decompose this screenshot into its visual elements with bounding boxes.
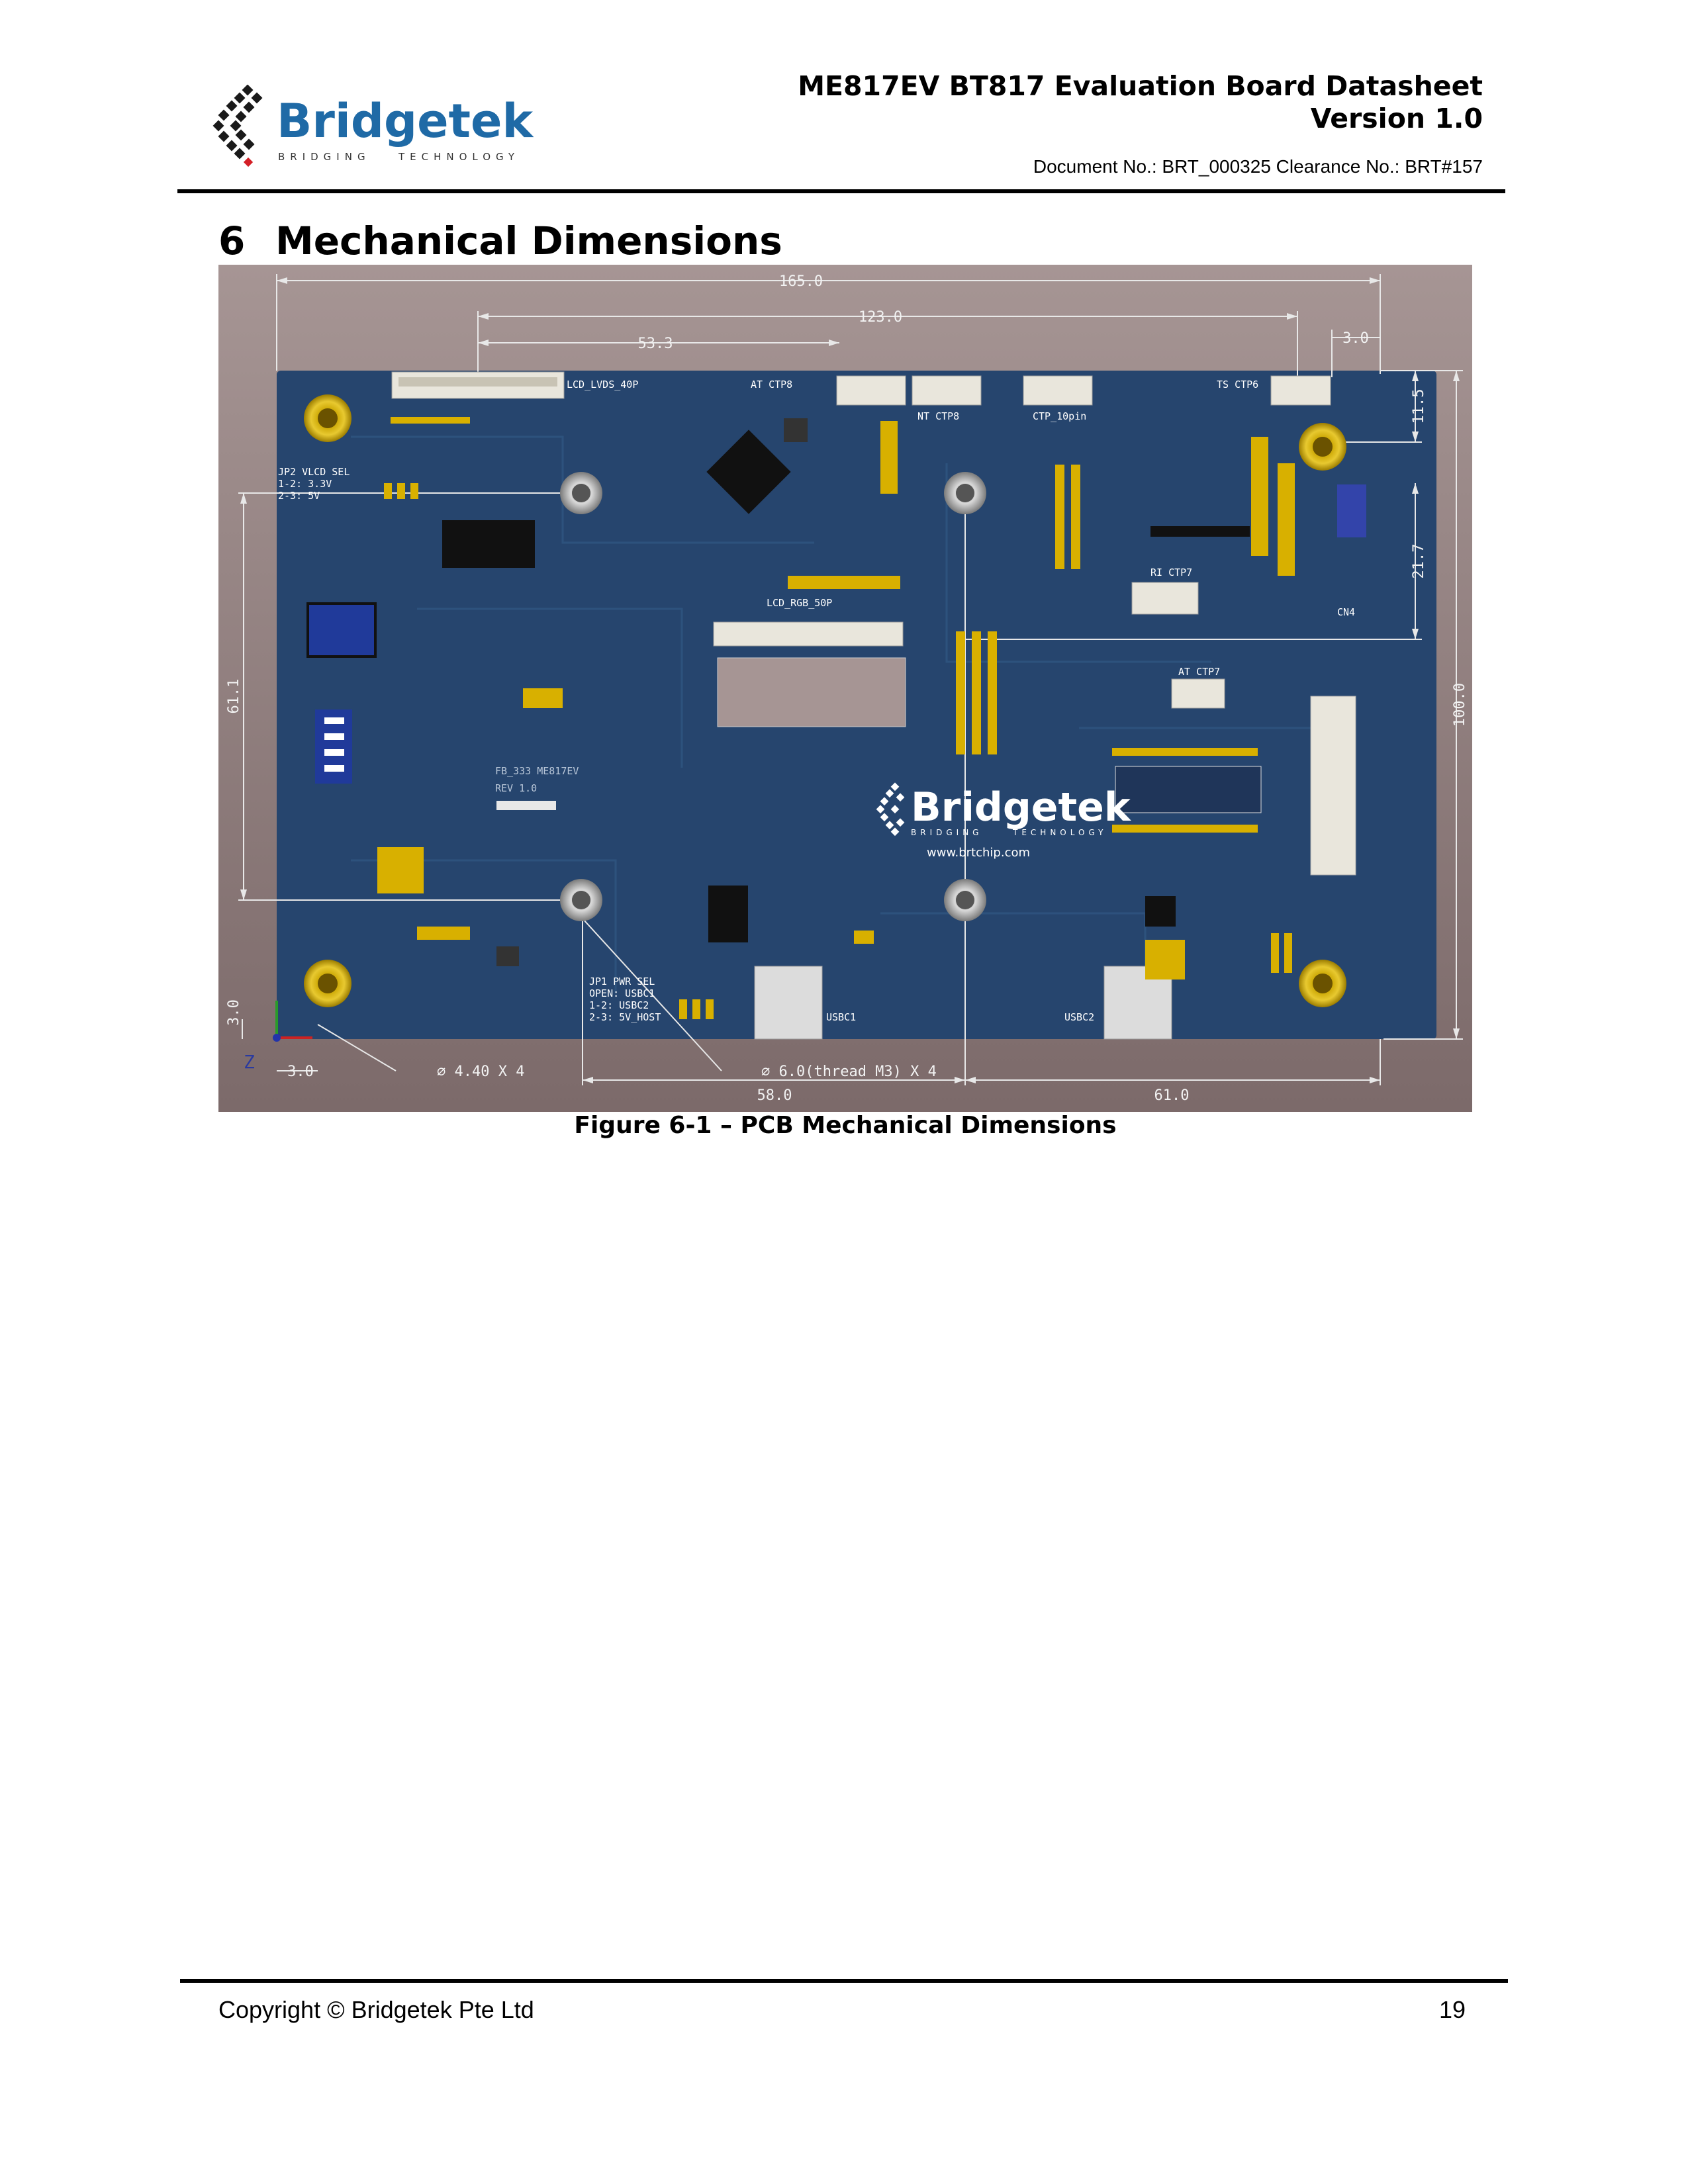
- jumper-pins: [384, 483, 1292, 1019]
- board-website: www.brtchip.com: [927, 846, 1030, 860]
- label-jp2-opt1: 1-2: 3.3V: [278, 478, 332, 490]
- label-usbc1: USBC1: [826, 1011, 856, 1023]
- logo-mark-icon: [212, 85, 263, 167]
- label-jp1-opt3: 2-3: 5V_HOST: [589, 1011, 661, 1023]
- label-ts-ctp6: TS CTP6: [1217, 379, 1258, 390]
- pcb-drawing: 165.0 123.0 53.3 3.0 11.5 21.7 100.0 61.…: [218, 265, 1472, 1112]
- label-jp1-opt1: OPEN: USBC1: [589, 987, 655, 999]
- dim-hole-span: 123.0: [859, 309, 902, 326]
- section-number: 6: [218, 218, 246, 263]
- ri-ctp7-connector: [1131, 582, 1199, 615]
- label-jp1-opt2: 1-2: USBC2: [589, 999, 649, 1011]
- dim-corner-x: 3.0: [287, 1064, 314, 1080]
- connector-labels: LCD_LVDS_40P AT CTP8 NT CTP8 CTP_10pin T…: [278, 379, 1355, 1023]
- page-number: 19: [1438, 1996, 1466, 2023]
- dim-top-offset: 11.5: [1411, 389, 1427, 424]
- top-connectors: [391, 371, 1331, 406]
- dim-bottom-right: 61.0: [1154, 1087, 1190, 1104]
- board-cutout: [717, 657, 906, 727]
- label-at-ctp8: AT CTP8: [751, 379, 792, 390]
- dim-overall-height: 100.0: [1452, 683, 1468, 727]
- label-ctp-10pin: CTP_10pin: [1033, 410, 1086, 422]
- label-jp2: JP2 VLCD SEL: [278, 466, 350, 478]
- threaded-holes: [560, 472, 986, 921]
- section-title: Mechanical Dimensions: [275, 218, 782, 263]
- figure-caption: Figure 6-1 – PCB Mechanical Dimensions: [574, 1112, 1117, 1139]
- footer-copyright: Copyright © Bridgetek Pte Ltd: [218, 1996, 534, 2023]
- section-heading: 6 Mechanical Dimensions: [218, 218, 782, 263]
- header-divider: [177, 189, 1505, 193]
- side-connector: [1310, 696, 1356, 876]
- board-logo-tag-left: BRIDGING: [911, 828, 982, 837]
- board-marking-strip: [496, 801, 556, 810]
- logo-wordmark: Bridgetek: [277, 94, 534, 148]
- rgb-connector: [713, 621, 904, 647]
- dim-right-height: 21.7: [1411, 544, 1427, 579]
- usbc1-port: [754, 966, 823, 1040]
- dim-left-height: 61.1: [226, 679, 242, 714]
- board-logo-tag-right: TECHNOLOGY: [1012, 828, 1107, 837]
- board-name: FB_333 ME817EV: [495, 765, 579, 777]
- board-logo: Bridgetek BRIDGING TECHNOLOGY www.brtchi…: [876, 782, 1132, 860]
- label-lvds: LCD_LVDS_40P: [567, 379, 638, 390]
- at-ctp7-connector: [1171, 678, 1225, 709]
- logo-tagline-right: TECHNOLOGY: [399, 151, 520, 163]
- label-nt-ctp8: NT CTP8: [917, 410, 959, 422]
- dip-switch: [315, 709, 352, 784]
- document-version: Version 1.0: [1310, 103, 1483, 134]
- cn4-connector: [1337, 484, 1366, 537]
- document-number: Document No.: BRT_000325 Clearance No.: …: [1033, 156, 1483, 177]
- document-title: ME817EV BT817 Evaluation Board Datasheet…: [798, 70, 1483, 135]
- document-title-line1: ME817EV BT817 Evaluation Board Datasheet: [798, 70, 1483, 102]
- label-rgb: LCD_RGB_50P: [767, 597, 832, 609]
- passive-components: [377, 417, 1295, 979]
- header-pins: [956, 465, 1080, 754]
- label-at-ctp7: AT CTP7: [1178, 666, 1220, 678]
- dim-bottom-left: 58.0: [757, 1087, 792, 1104]
- label-cn4: CN4: [1337, 606, 1355, 618]
- callout-threaded-holes: ⌀ 6.0(thread M3) X 4: [761, 1064, 937, 1080]
- pcb-figure: 165.0 123.0 53.3 3.0 11.5 21.7 100.0 61.…: [218, 265, 1472, 1112]
- dim-left-offset: 53.3: [638, 336, 673, 352]
- axis-triad: Z: [244, 1001, 312, 1073]
- label-usbc2: USBC2: [1064, 1011, 1094, 1023]
- dimension-lines: [238, 274, 1463, 1085]
- callout-corner-holes: ⌀ 4.40 X 4: [437, 1064, 524, 1080]
- label-ri-ctp7: RI CTP7: [1150, 567, 1192, 578]
- label-jp1: JP1 PWR SEL: [589, 976, 655, 987]
- board-logo-word: Bridgetek: [911, 784, 1132, 831]
- axis-z-label: Z: [244, 1051, 255, 1073]
- bridgetek-logo: Bridgetek BRIDGING TECHNOLOGY: [212, 85, 533, 177]
- corner-holes: [304, 394, 1346, 1007]
- board-rev: REV 1.0: [495, 782, 537, 794]
- logo-tagline-left: BRIDGING: [278, 151, 371, 163]
- label-jp2-opt2: 2-3: 5V: [278, 490, 320, 502]
- dim-right-edge: 3.0: [1342, 330, 1369, 347]
- dim-corner-y: 3.0: [226, 999, 242, 1026]
- footer-divider: [180, 1979, 1508, 1983]
- dim-overall-width: 165.0: [779, 273, 823, 290]
